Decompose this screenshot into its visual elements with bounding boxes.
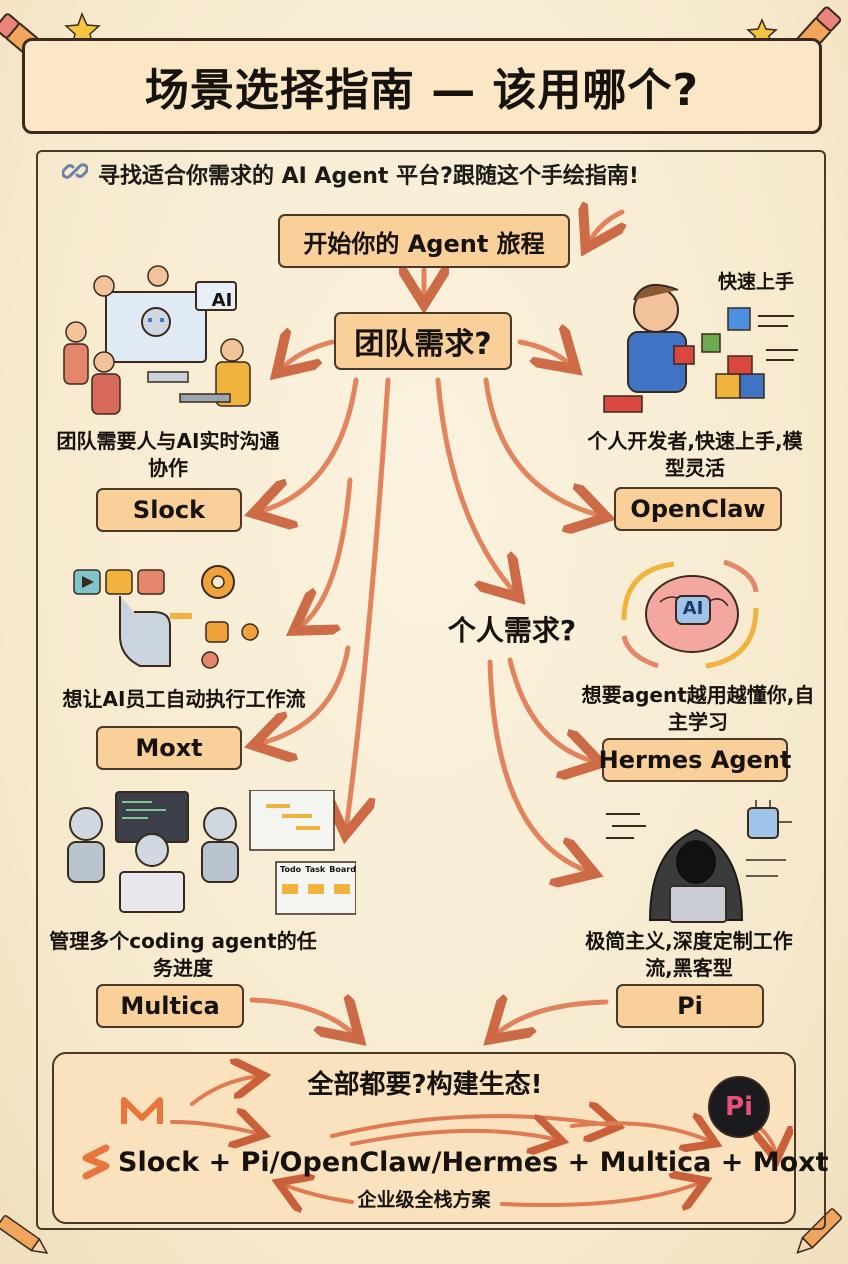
arrow-pi-to-bottom bbox=[494, 1002, 609, 1036]
arrow-multica-to-bottom bbox=[249, 1000, 356, 1036]
board-col-1: Todo bbox=[280, 865, 302, 874]
arrow-team-to-moxt bbox=[298, 477, 353, 628]
pi-logo-icon: Pi bbox=[708, 1076, 770, 1138]
hermes-agent-box[interactable]: Hermes Agent bbox=[599, 738, 791, 782]
openclaw-box[interactable]: OpenClaw bbox=[614, 487, 782, 531]
coding-agents-illustration bbox=[67, 790, 356, 915]
brain-ai-label: AI bbox=[682, 598, 704, 619]
board-col-2: Task bbox=[305, 865, 326, 874]
eco-arrow bbox=[170, 1122, 260, 1134]
board-col-3: Board bbox=[329, 865, 356, 874]
arrow-team-to-personal bbox=[435, 377, 516, 594]
hacker-illustration bbox=[606, 800, 792, 923]
arrow-personal-to-pi bbox=[487, 659, 590, 872]
arrow-team-to-right-illustration bbox=[517, 342, 572, 366]
link-icon bbox=[61, 158, 89, 190]
moxt-desc: 想让AI员工自动执行工作流 bbox=[62, 687, 306, 711]
multica-desc: 管理多个coding agent的任务进度 bbox=[49, 929, 317, 980]
pi-box[interactable]: Pi bbox=[616, 984, 764, 1028]
eco-arrow bbox=[330, 1116, 614, 1136]
workflow-automation-illustration bbox=[73, 565, 259, 669]
start-node: 开始你的 Agent 旅程 bbox=[278, 214, 570, 268]
subtitle-row: 寻找适合你需求的 AI Agent 平台?跟随这个手绘指南! bbox=[61, 158, 802, 190]
slock-desc: 团队需要人与AI实时沟通协作 bbox=[56, 429, 280, 480]
team-node: 团队需求? bbox=[334, 312, 512, 370]
multica-logo-icon bbox=[121, 1097, 163, 1124]
arrow-team-to-slock bbox=[258, 377, 359, 512]
arrow-personal-to-hermes bbox=[507, 657, 596, 762]
arrow-team-to-left-illustration bbox=[280, 342, 335, 370]
eco-arrow bbox=[350, 1131, 558, 1144]
pi-desc: 极简主义,深度定制工作流,黑客型 bbox=[585, 929, 793, 980]
eco-arrow bbox=[282, 1184, 354, 1202]
eco-arrow bbox=[500, 1182, 702, 1205]
hermes-desc: 想要agent越用越懂你,自主学习 bbox=[581, 683, 815, 734]
quick-start-tag: 快速上手 bbox=[717, 271, 794, 293]
subtitle-text: 寻找适合你需求的 AI Agent 平台?跟随这个手绘指南! bbox=[98, 164, 639, 189]
arrow-team-to-openclaw bbox=[483, 377, 602, 516]
moxt-box[interactable]: Moxt bbox=[96, 726, 242, 770]
content-frame bbox=[36, 150, 826, 1230]
page-title: 场景选择指南 — 该用哪个? bbox=[144, 65, 700, 116]
ecosystem-arrows bbox=[170, 1052, 796, 1224]
multica-box[interactable]: Multica bbox=[96, 984, 244, 1028]
board-columns: Todo Task Board bbox=[278, 865, 358, 876]
eco-arrow bbox=[190, 1076, 260, 1106]
ecosystem-caption: 企业级全栈方案 bbox=[357, 1189, 491, 1211]
slock-logo-icon bbox=[82, 1144, 110, 1180]
ecosystem-formula: Slock + Pi/OpenClaw/Hermes + Multica + M… bbox=[118, 1147, 829, 1178]
pi-logo-text: Pi bbox=[725, 1092, 753, 1122]
pencil-icon-bottom-left bbox=[0, 1215, 49, 1254]
brain-learning-illustration bbox=[621, 559, 759, 669]
slock-box[interactable]: Slock bbox=[96, 488, 242, 532]
team-collaboration-illustration bbox=[63, 265, 251, 415]
arrow-to-moxt-box bbox=[258, 645, 351, 744]
title-banner: 场景选择指南 — 该用哪个? bbox=[22, 38, 822, 134]
arrow-team-to-multica bbox=[346, 377, 391, 830]
eco-arrow bbox=[570, 1123, 712, 1142]
ai-screen-label: AI bbox=[211, 290, 233, 311]
personal-node: 个人需求? bbox=[447, 614, 577, 647]
arrow-into-start bbox=[588, 212, 622, 244]
ecosystem-title: 全部都要?构建生态! bbox=[307, 1070, 543, 1100]
developer-blocks-illustration bbox=[603, 283, 798, 413]
openclaw-desc: 个人开发者,快速上手,模型灵活 bbox=[587, 429, 803, 480]
